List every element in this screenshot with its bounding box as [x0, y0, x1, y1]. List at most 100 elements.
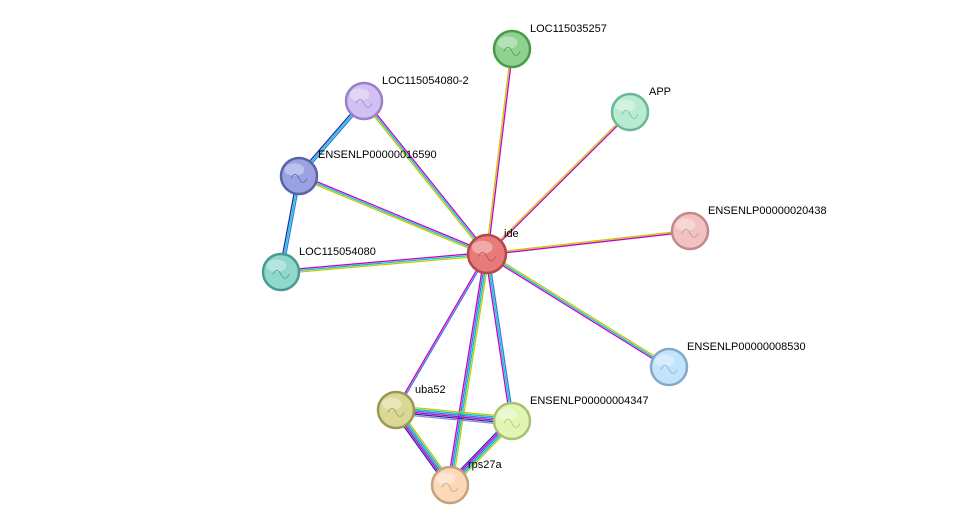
- edge-evidence-line: [450, 254, 489, 486]
- node-label: rps27a: [468, 459, 503, 471]
- edge-evidence-line: [486, 253, 670, 368]
- edge-evidence-line: [394, 253, 487, 410]
- node-highlight: [497, 408, 518, 422]
- edge-evidence-line: [486, 229, 690, 254]
- protein-structure-icon: [441, 482, 459, 492]
- edge-evidence-line: [299, 173, 488, 254]
- edge-evidence-line: [487, 112, 632, 256]
- protein-structure-icon: [681, 228, 699, 238]
- node-circle[interactable]: [466, 233, 508, 275]
- edge-ide-ENSENLP00000016590[interactable]: [298, 173, 488, 257]
- edge-evidence-line: [396, 408, 513, 421]
- node-highlight: [266, 259, 287, 273]
- node-LOC115054080[interactable]: LOC115054080: [261, 246, 376, 292]
- node-circle[interactable]: [376, 390, 416, 430]
- node-ENSENLP00000020438[interactable]: ENSENLP00000020438: [670, 205, 827, 251]
- node-ENSENLP00000004347[interactable]: ENSENLP00000004347: [492, 395, 649, 441]
- edge-evidence-line: [486, 253, 513, 422]
- edge-evidence-line: [487, 253, 515, 421]
- node-label: ide: [504, 228, 519, 240]
- node-rps27a[interactable]: rps27a: [430, 459, 503, 505]
- edge-evidence-line: [280, 253, 488, 273]
- node-ENSENLP00000008530[interactable]: ENSENLP00000008530: [649, 341, 806, 387]
- node-label: APP: [649, 86, 671, 98]
- node-label: ENSENLP00000004347: [530, 395, 649, 407]
- edge-ide-rps27a[interactable]: [446, 253, 491, 486]
- edge-evidence-line: [281, 254, 488, 275]
- node-circle[interactable]: [492, 29, 532, 69]
- edge-evidence-line: [396, 405, 513, 418]
- node-highlight: [381, 397, 402, 411]
- node-highlight: [349, 88, 370, 101]
- edge-evidence-line: [448, 253, 487, 485]
- edge-evidence-line: [485, 254, 669, 369]
- edge-uba52-ENSENLP00000004347[interactable]: [395, 405, 513, 426]
- edge-ide-ENSENLP00000020438[interactable]: [486, 229, 691, 256]
- node-label: LOC115054080: [299, 246, 376, 258]
- edge-evidence-line: [396, 406, 513, 420]
- node-LOC115035257[interactable]: LOC115035257: [492, 23, 607, 69]
- node-circle[interactable]: [492, 401, 532, 441]
- edge-ide-ENSENLP00000004347[interactable]: [484, 253, 515, 422]
- edge-evidence-line: [485, 48, 512, 254]
- edge-evidence-line: [395, 411, 512, 425]
- edge-ide-LOC115054080-2[interactable]: [362, 99, 489, 256]
- protein-structure-icon: [387, 407, 405, 417]
- edge-evidence-line: [362, 101, 487, 256]
- node-ENSENLP00000016590[interactable]: ENSENLP00000016590: [279, 149, 437, 196]
- protein-structure-icon: [355, 98, 373, 108]
- edge-ide-APP[interactable]: [485, 110, 632, 256]
- protein-structure-icon: [660, 364, 678, 374]
- protein-structure-icon: [621, 109, 639, 119]
- edge-evidence-line: [396, 254, 489, 411]
- node-LOC115054080-2[interactable]: LOC115054080-2: [344, 75, 469, 121]
- protein-structure-icon: [478, 251, 496, 262]
- edges-layer: [278, 48, 691, 488]
- protein-structure-icon: [290, 173, 308, 183]
- edge-evidence-line: [485, 110, 630, 254]
- node-circle[interactable]: [670, 211, 710, 251]
- edge-evidence-line: [395, 413, 512, 426]
- protein-structure-icon: [503, 46, 521, 56]
- node-highlight: [284, 163, 305, 176]
- node-circle[interactable]: [279, 156, 319, 196]
- node-label: ENSENLP00000016590: [318, 149, 437, 161]
- edge-evidence-line: [484, 254, 512, 422]
- edge-evidence-line: [395, 410, 512, 423]
- edge-evidence-line: [280, 251, 487, 272]
- edge-ide-LOC115054080[interactable]: [280, 251, 488, 275]
- node-label: ENSENLP00000020438: [708, 205, 827, 217]
- edge-evidence-line: [298, 176, 487, 257]
- node-label: uba52: [415, 384, 446, 396]
- edge-evidence-line: [487, 252, 671, 367]
- node-circle[interactable]: [610, 92, 650, 132]
- node-circle[interactable]: [344, 81, 384, 121]
- node-uba52[interactable]: uba52: [376, 384, 446, 430]
- edge-evidence-line: [451, 254, 491, 486]
- edge-ide-ENSENLP00000008530[interactable]: [485, 252, 671, 369]
- edge-evidence-line: [364, 99, 489, 254]
- edge-evidence-line: [487, 49, 514, 255]
- node-highlight: [615, 99, 636, 112]
- node-label: LOC115054080-2: [382, 75, 469, 87]
- edge-evidence-line: [446, 253, 486, 485]
- protein-structure-icon: [503, 418, 521, 428]
- node-circle[interactable]: [430, 465, 470, 505]
- edge-evidence-line: [363, 100, 488, 255]
- node-APP[interactable]: APP: [610, 86, 671, 132]
- protein-structure-icon: [272, 269, 290, 279]
- edge-ide-uba52[interactable]: [394, 253, 489, 411]
- node-circle[interactable]: [649, 347, 689, 387]
- node-highlight: [654, 354, 675, 368]
- node-label: ENSENLP00000008530: [687, 341, 806, 353]
- edge-ide-LOC115035257[interactable]: [485, 48, 514, 255]
- node-label: LOC115035257: [530, 23, 607, 35]
- node-ide[interactable]: ide: [466, 228, 519, 275]
- node-highlight: [435, 472, 456, 486]
- node-circle[interactable]: [261, 252, 301, 292]
- node-highlight: [497, 36, 518, 49]
- node-highlight: [675, 218, 696, 231]
- edge-evidence-line: [487, 231, 691, 256]
